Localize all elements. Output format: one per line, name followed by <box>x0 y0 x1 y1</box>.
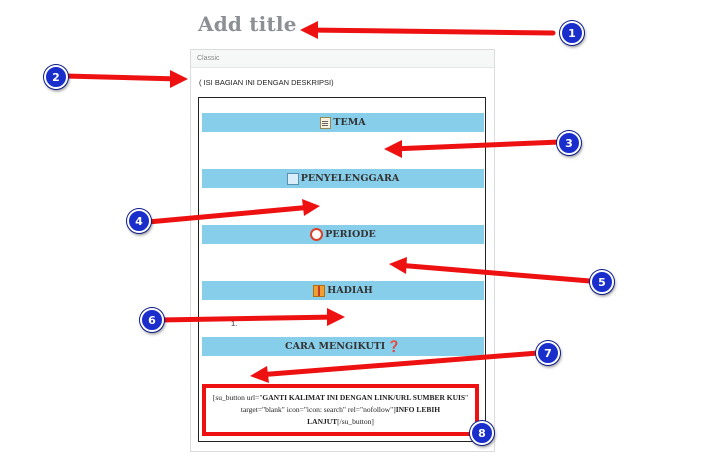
description-text[interactable]: ( ISI BAGIAN INI DENGAN DESKRIPSI) <box>199 78 334 87</box>
annotation-badge-6: 6 <box>140 308 164 332</box>
section-bar-cara-mengikuti[interactable]: CARA MENGIKUTI ❓ <box>202 337 484 356</box>
arrowhead-2 <box>170 70 188 88</box>
arrowhead-1 <box>300 21 318 39</box>
section-label: PENYELENGGARA <box>300 173 400 184</box>
annotation-badge-1: 1 <box>560 21 584 45</box>
annotation-badge-3: 3 <box>557 131 581 155</box>
calendar-icon <box>286 172 299 185</box>
annotation-badge-8: 8 <box>470 421 494 445</box>
section-label: HADIAH <box>327 285 373 296</box>
section-bar-penyelenggara[interactable]: PENYELENGGARA <box>202 169 484 188</box>
shortcode-attrs: " target="blank" icon="icon: search" rel… <box>240 393 469 414</box>
shortcode-open: [su_button url=" <box>212 393 263 402</box>
list-item[interactable]: 1. <box>231 319 238 328</box>
block-label: Classic <box>191 50 494 68</box>
question-mark-icon: ❓ <box>387 340 401 353</box>
arrow-1 <box>305 27 556 36</box>
gift-icon <box>313 284 326 297</box>
shortcode-close: [/su_button] <box>337 417 374 426</box>
section-bar-hadiah[interactable]: HADIAH <box>202 281 484 300</box>
annotation-badge-5: 5 <box>590 270 614 294</box>
alarm-clock-icon <box>310 228 324 241</box>
shortcode-url-text: GANTI KALIMAT INI DENGAN LINK/URL SUMBER… <box>262 393 466 402</box>
section-label: CARA MENGIKUTI <box>285 341 386 352</box>
annotation-badge-7: 7 <box>536 341 560 365</box>
post-title-input[interactable]: Add title <box>198 12 297 36</box>
section-bar-tema[interactable]: TEMA <box>202 113 484 132</box>
annotation-badge-2: 2 <box>44 65 68 89</box>
memo-icon <box>320 116 332 129</box>
annotation-badge-4: 4 <box>127 209 151 233</box>
shortcode-button-block[interactable]: [su_button url="GANTI KALIMAT INI DENGAN… <box>202 384 479 436</box>
shortcode-button-text: INFO LEBIH LANJUT <box>307 405 441 426</box>
section-label: TEMA <box>333 117 366 128</box>
section-label: PERIODE <box>325 229 376 240</box>
arrow-2 <box>62 73 183 82</box>
section-bar-periode[interactable]: PERIODE <box>202 225 484 244</box>
classic-editor-block[interactable]: Classic ( ISI BAGIAN INI DENGAN DESKRIPS… <box>190 49 495 452</box>
